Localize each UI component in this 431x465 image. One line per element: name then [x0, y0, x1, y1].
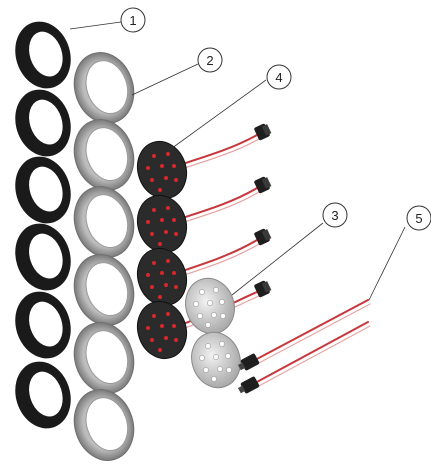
black-ring-1	[15, 21, 71, 89]
callout-2-label: 2	[206, 53, 213, 68]
black-ring-3	[15, 156, 71, 224]
callout-4-label: 4	[275, 70, 282, 85]
black-ring-4	[15, 223, 71, 291]
grey-ring-3	[73, 186, 135, 258]
extension-connector-1	[237, 353, 260, 371]
extension-cables	[254, 299, 371, 388]
callout-3: 3	[322, 202, 348, 228]
lens-discs	[185, 277, 241, 389]
black-ring-2	[15, 89, 71, 157]
callout-1: 1	[120, 7, 146, 33]
black-rings-column	[15, 21, 71, 429]
extension-connector-2	[237, 376, 260, 394]
black-ring-6	[15, 361, 71, 429]
lens-disc-2	[191, 331, 241, 389]
callout-5: 5	[406, 205, 431, 231]
led-connectors	[254, 123, 272, 298]
connector-1	[254, 123, 272, 141]
callout-5-label: 5	[415, 211, 422, 226]
grey-ring-4	[73, 254, 135, 326]
connector-3	[254, 228, 272, 246]
led-module-1	[136, 140, 188, 200]
grey-ring-5	[73, 322, 135, 394]
grey-rings-column	[73, 52, 135, 461]
led-modules-column	[136, 140, 188, 360]
led-module-4	[136, 300, 188, 360]
led-module-2	[136, 194, 188, 254]
extension-connectors	[237, 353, 260, 394]
black-ring-5	[15, 291, 71, 359]
grey-ring-2	[73, 119, 135, 191]
grey-ring-6	[73, 389, 135, 461]
callout-4: 4	[266, 64, 292, 90]
connector-4	[254, 280, 272, 298]
grey-ring-1	[73, 52, 135, 124]
callout-3-label: 3	[331, 208, 338, 223]
leader-lines	[69, 21, 406, 301]
callout-2: 2	[197, 47, 223, 73]
callout-1-label: 1	[129, 13, 136, 28]
connector-2	[254, 176, 272, 194]
lens-disc-1	[185, 277, 235, 335]
